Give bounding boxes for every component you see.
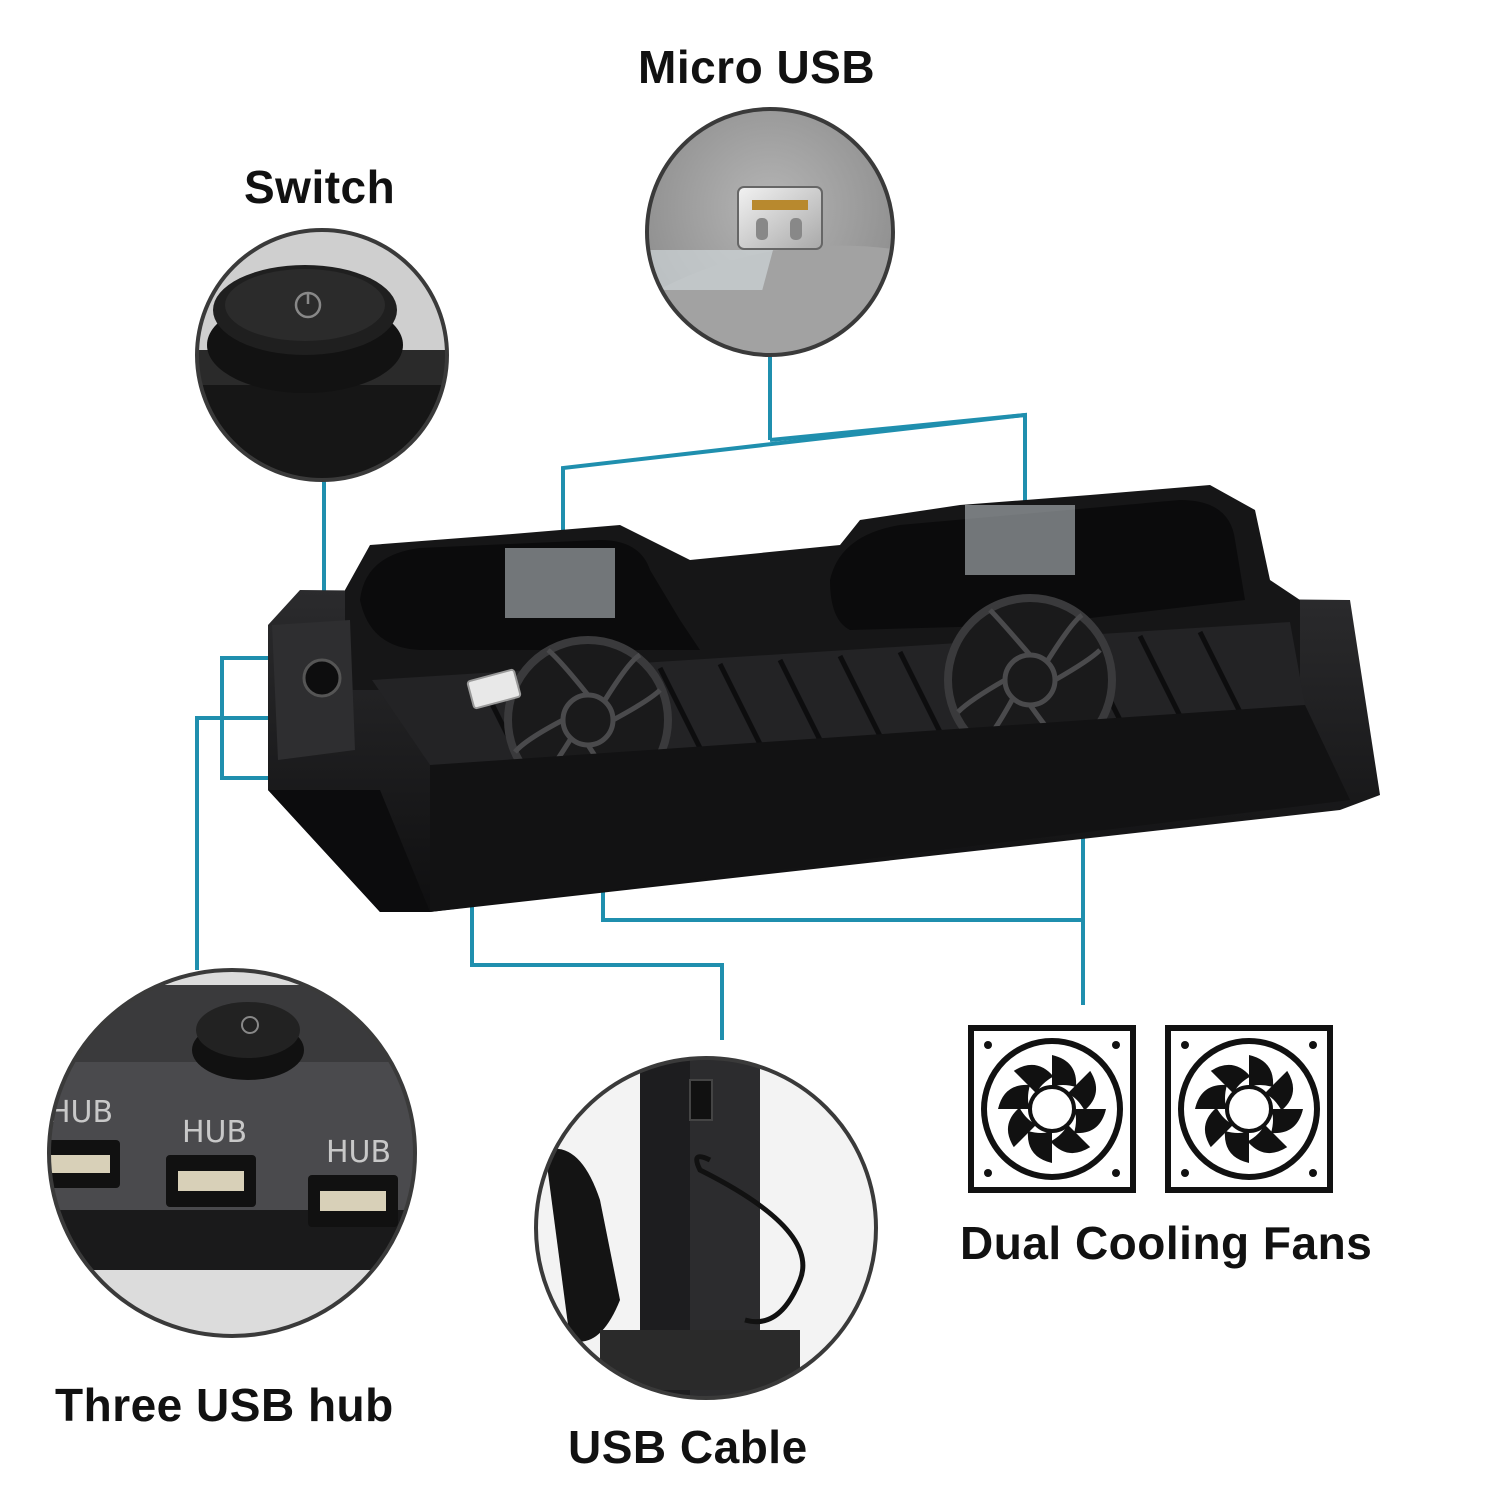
hub-bracket [220,656,275,780]
micro-usb-right-branch [769,413,1026,442]
micro-usb-connector-icon [737,186,823,250]
hub-label-1: HUB [48,1095,113,1130]
power-button-icon [207,265,403,393]
micro-usb-label: Micro USB [638,41,876,93]
power-switch [302,658,342,698]
micro-usb-zoom [645,107,895,357]
switch-zoom [195,228,449,482]
usb-cable-label: USB Cable [568,1421,808,1473]
hub-power-button-icon [192,1002,304,1080]
usb-cable-wire [694,1154,806,1325]
fan-icon [968,1025,1136,1193]
usb-cable-zoom [534,1056,878,1400]
front-face [268,790,430,912]
usb-port-icon-2 [166,1155,256,1207]
usb-port-icon-1 [49,1140,120,1188]
cooling-stand [268,485,1380,912]
hub-label-2: HUB [182,1115,247,1150]
usb-port-icon-3 [308,1175,398,1227]
usb-hub-zoom: HUB HUB HUB [47,968,417,1338]
switch-label: Switch [244,161,396,213]
fan-icon [1165,1025,1333,1193]
right-charge-contact [965,505,1075,575]
dual-cooling-fans-label: Dual Cooling Fans [960,1217,1373,1269]
three-usb-hub-label: Three USB hub [55,1379,394,1431]
usb-plug [466,668,522,710]
controller-shape [545,1148,620,1342]
hub-callout-line [195,716,275,970]
left-charge-contact [505,548,615,618]
micro-usb-left-branch [561,412,1027,568]
hub-label-3: HUB [326,1135,391,1170]
